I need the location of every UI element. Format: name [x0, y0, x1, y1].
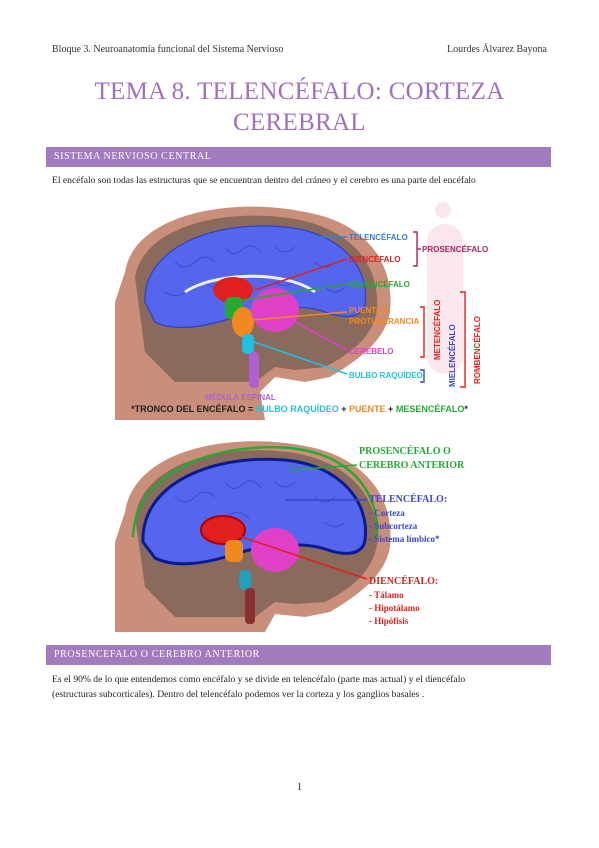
tel-item: - Subcorteza: [369, 521, 418, 531]
section-heading-snc: SISTEMA NERVIOSO CENTRAL: [46, 147, 551, 167]
puente-region: [232, 307, 254, 337]
header-left: Bloque 3. Neuroanatomía funcional del Si…: [52, 44, 284, 55]
label-metencefalo: METENCÉFALO: [433, 300, 442, 360]
label-puente-1: PUENTE O: [349, 306, 390, 315]
caption-mesencefalo: MESENCÉFALO: [395, 404, 465, 414]
dien-item: - Tálamo: [369, 590, 404, 600]
label-mesencefalo: MESENCÉFALO: [349, 280, 410, 289]
caption-puente: PUENTE: [349, 404, 386, 414]
dien-item: - Hipotálamo: [369, 603, 420, 613]
title-line-1: TEMA 8. TELENCÉFALO: CORTEZA: [94, 78, 505, 105]
title-line-2: CEREBRAL: [233, 109, 366, 136]
dien-item: - Hipófisis: [369, 616, 409, 626]
cerebelo-region: [251, 288, 299, 332]
caption-bulbo: BULBO RAQUÍDEO: [255, 404, 339, 414]
tronco-caption: *TRONCO DEL ENCÉFALO = BULBO RAQUÍDEO + …: [0, 404, 599, 414]
diencefalo-region: [213, 277, 253, 303]
label-medula: MÉDULA ESPINAL: [205, 393, 276, 402]
medula-region: [249, 352, 259, 388]
section-prosencefalo-text: Es el 90% de lo que entendemos como encé…: [52, 672, 550, 702]
label-rombencefalo: ROMBENCÉFALO: [473, 316, 482, 384]
section-snc-text: El encéfalo son todas las estructuras qu…: [52, 175, 476, 186]
caption-part: *TRONCO DEL ENCÉFALO =: [131, 404, 256, 414]
caption-star: *: [464, 404, 468, 414]
tel-item: - Sistema límbico*: [369, 534, 440, 544]
page-number: 1: [297, 782, 302, 793]
label-pros-1: PROSENCÉFALO O: [359, 445, 451, 457]
label-cerebelo: CEREBELO: [349, 347, 393, 356]
text-line-1: Es el 90% de lo que entendemos como encé…: [52, 674, 466, 685]
label-pros-2: CEREBRO ANTERIOR: [359, 460, 465, 471]
brain-figure-2: PROSENCÉFALO O CEREBRO ANTERIOR TELENCÉF…: [115, 441, 465, 632]
label-prosencefalo: PROSENCÉFALO: [422, 245, 488, 254]
header-right: Lourdes Álvarez Bayona: [447, 44, 547, 55]
caption-plus: +: [338, 404, 350, 414]
label-tel: TELENCÉFALO:: [369, 493, 447, 505]
caption-plus: +: [385, 404, 396, 414]
label-telencefalo: TELENCÉFALO: [349, 233, 408, 242]
page-title: TEMA 8. TELENCÉFALO: CORTEZA CEREBRAL: [40, 76, 559, 138]
bulbo-region: [242, 334, 254, 354]
label-puente-2: PROTUBERANCIA: [349, 317, 419, 326]
tel-item: - Corteza: [369, 508, 405, 518]
brain-figure-1: TELENCÉFALO DIENCÉFALO PROSENCÉFALO MESE…: [115, 202, 488, 420]
label-mielencefalo: MIELENCÉFALO: [448, 324, 457, 387]
section-heading-prosencefalo: PROSENCEFALO O CEREBRO ANTERIOR: [46, 645, 551, 665]
label-dien: DIENCÉFALO:: [369, 575, 438, 587]
label-diencefalo: DIENCÉFALO: [349, 255, 401, 264]
text-line-2: (estructuras subcorticales). Dentro del …: [52, 689, 425, 700]
label-bulbo: BULBO RAQUÍDEO: [349, 371, 423, 380]
